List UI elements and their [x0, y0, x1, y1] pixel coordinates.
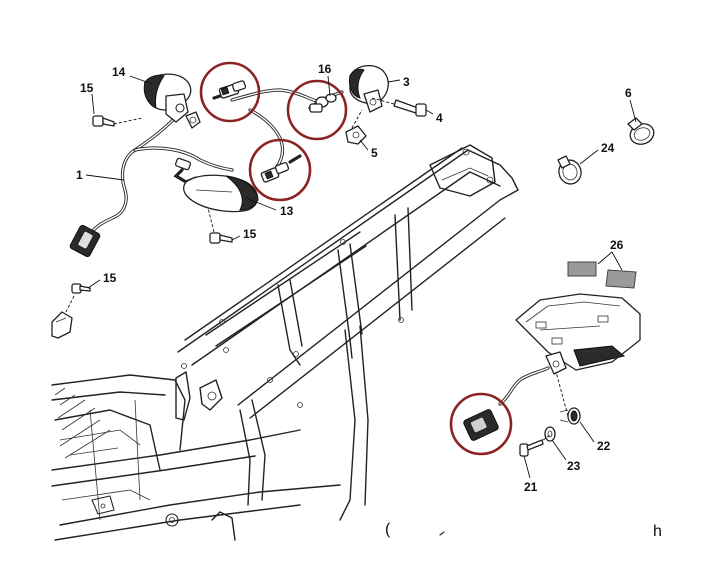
clamp-6: [627, 117, 655, 145]
bolt-21: [519, 439, 544, 457]
harness-connector: [69, 224, 101, 258]
screw-15-top: [92, 115, 115, 127]
stray-mark-h: h: [653, 523, 662, 540]
pads-26: [567, 261, 637, 289]
grommet-22: [559, 407, 581, 425]
motorcycle-frame: [51, 144, 519, 541]
screw-15-left: [71, 283, 91, 294]
callout-6: 6: [625, 86, 632, 100]
callout-16: 16: [318, 62, 332, 76]
highlight-tail-lamp-connector: [449, 392, 513, 456]
callout-23: 23: [567, 459, 581, 473]
highlight-connector-b: [248, 138, 312, 202]
callout-26: 26: [610, 238, 624, 252]
rear-indicator-13: [183, 174, 259, 213]
callout-15-left: 15: [103, 271, 117, 285]
callout-22: 22: [597, 439, 611, 453]
callout-5: 5: [371, 146, 378, 160]
highlight-grommet: [286, 79, 348, 141]
tail-lamp-assembly: [498, 293, 641, 406]
bolt-4: [393, 99, 427, 117]
callout-14: 14: [112, 65, 126, 79]
callout-15-top: 15: [80, 81, 94, 95]
connector-b: [260, 154, 302, 183]
clamp-24: [557, 155, 582, 185]
indicator-3: [349, 65, 389, 113]
indicator-partial-left: [51, 311, 73, 339]
wiring-harness: [69, 88, 322, 258]
tail-lamp-connector: [463, 409, 499, 441]
washer-23: [544, 426, 556, 442]
highlight-connector-a: [199, 61, 261, 123]
connector-a: [212, 80, 247, 100]
callout-1: 1: [76, 168, 83, 182]
callout-3: 3: [403, 75, 410, 89]
callout-21: 21: [524, 480, 538, 494]
callout-13: 13: [280, 204, 294, 218]
leader-lines: [65, 75, 637, 479]
stray-mark-paren: (: [385, 521, 391, 538]
callout-24: 24: [601, 141, 615, 155]
callout-15-mid: 15: [243, 227, 257, 241]
callout-4: 4: [436, 111, 443, 125]
nut-5: [345, 125, 367, 145]
highlight-circles: [199, 61, 513, 456]
screw-15-mid: [209, 232, 233, 244]
callout-numbers: 14 15 16 3 4 5 6 24 1 13 15 15 26 22 23 …: [76, 62, 632, 494]
